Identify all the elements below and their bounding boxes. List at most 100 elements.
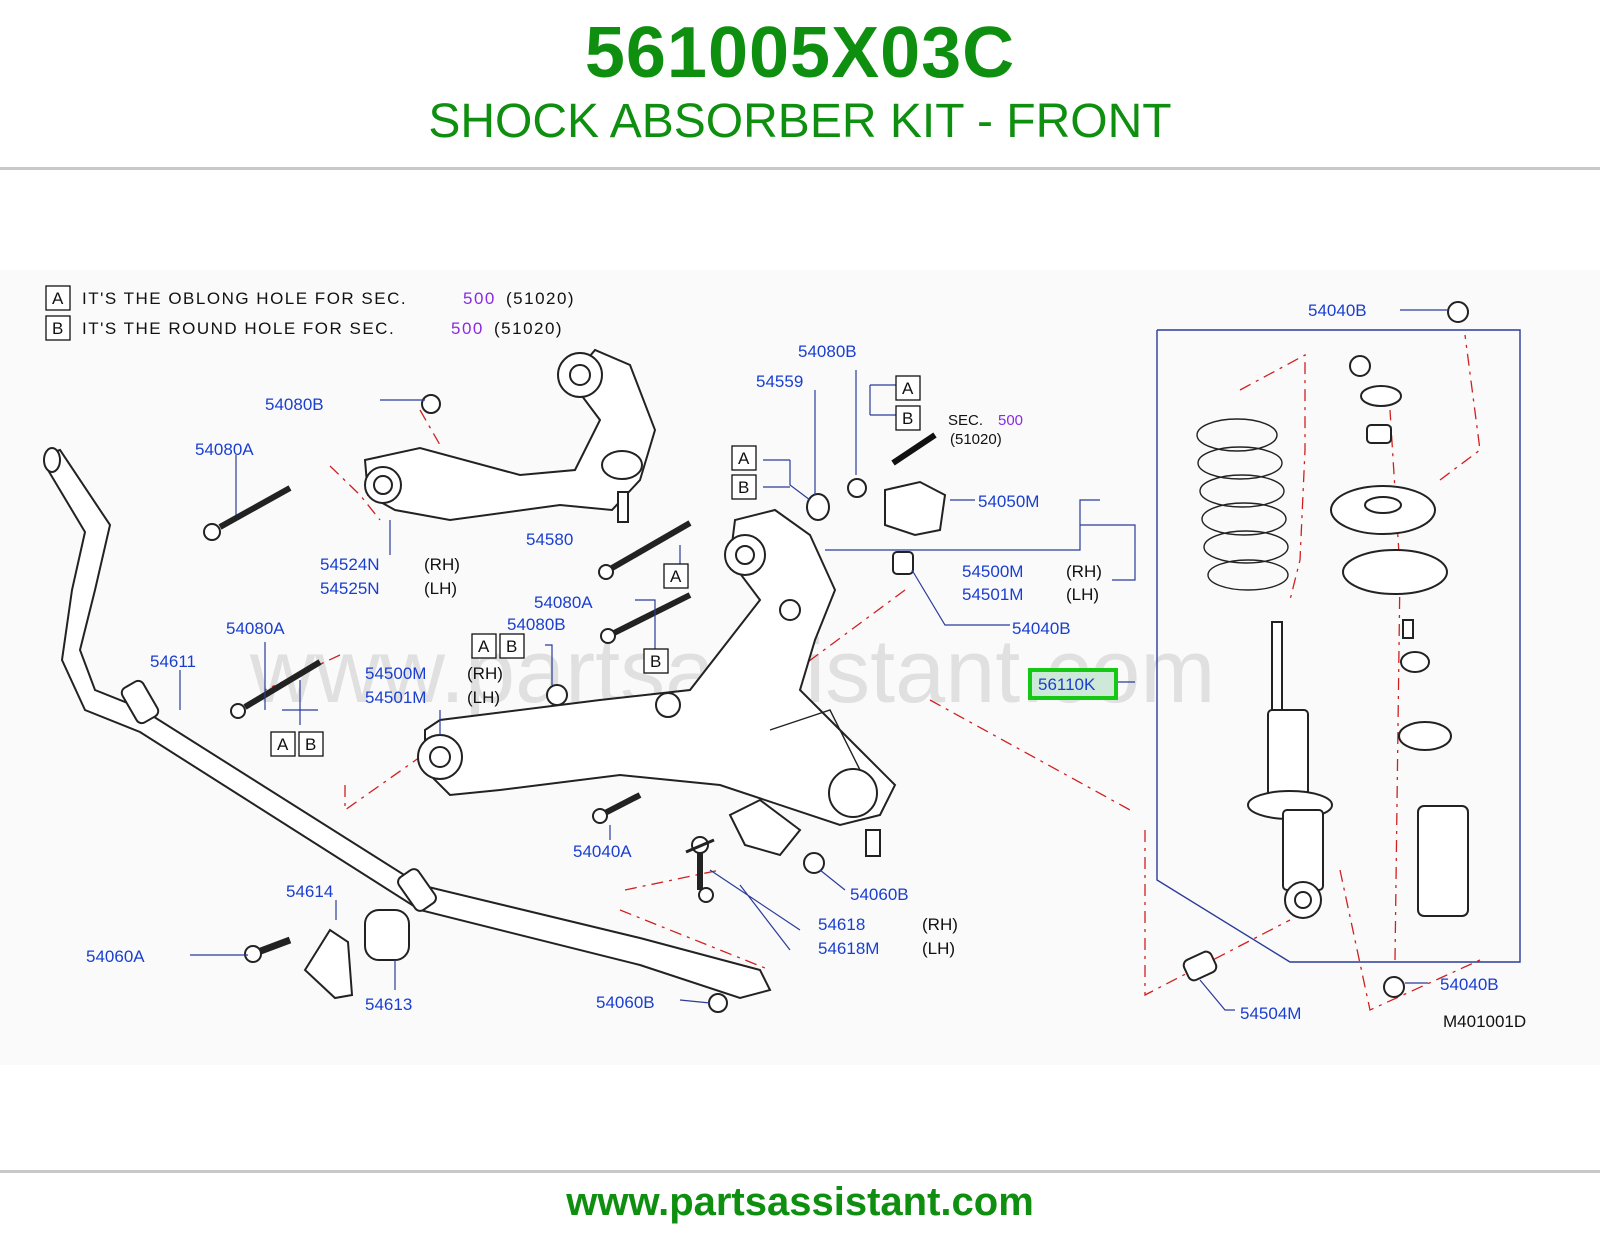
legend-ref-a: (51020) (506, 289, 575, 308)
bolt-54080a-upper (203, 485, 292, 541)
ball-joint (601, 450, 643, 480)
callout-54613[interactable]: 54613 (365, 995, 412, 1014)
callout-54080a[interactable]: 54080A (226, 619, 285, 638)
callout-54060a[interactable]: 54060A (86, 947, 145, 966)
nut-54080b-mid (546, 684, 568, 706)
callout-54524n[interactable]: 54524N (320, 555, 380, 574)
parts-diagram: www.partsassistant.com A IT'S THE OBLONG… (0, 270, 1600, 1065)
phantom-line (1339, 869, 1481, 1011)
legend-note-b: B IT'S THE ROUND HOLE FOR SEC. 500 (5102… (45, 315, 563, 341)
callout-54618m[interactable]: 54618M (818, 939, 879, 958)
bolt-54080a-low (230, 659, 322, 719)
svg-text:A: A (670, 567, 682, 586)
box-ab-mid: A B (471, 633, 525, 659)
phantom-line (344, 749, 431, 812)
callout-54500m[interactable]: 54500M (962, 562, 1023, 581)
connecting-rod-54618 (685, 836, 715, 903)
svg-text:B: B (506, 637, 517, 656)
callout-54611[interactable]: 54611 (150, 652, 196, 671)
callout-54040a[interactable]: 54040A (573, 842, 632, 861)
callout-54500m[interactable]: 54500M (365, 664, 426, 683)
callout-56110k[interactable]: 56110K (1038, 675, 1096, 694)
callout-54525n[interactable]: 54525N (320, 579, 380, 598)
phantom-line (1239, 353, 1306, 601)
svg-text:B: B (902, 409, 913, 428)
legend-box-b (45, 315, 71, 341)
side-lh: (LH) (1066, 585, 1099, 604)
side-rh: (RH) (922, 915, 958, 934)
box-b-54559: B (731, 474, 757, 500)
diagram-code: M401001D (1443, 1012, 1526, 1031)
highlight-56110k[interactable] (1028, 668, 1118, 700)
phantom-line (1439, 334, 1481, 481)
upper-link (363, 348, 657, 522)
exploded-view-svg: www.partsassistant.com A IT'S THE OBLONG… (43, 285, 1526, 1031)
bracket (728, 798, 802, 857)
box-b-54080a: B (643, 648, 669, 674)
legend-ref-b: (51020) (494, 319, 563, 338)
callout-54504m[interactable]: 54504M (1240, 1004, 1301, 1023)
svg-text:B: B (650, 652, 661, 671)
callout-54080a[interactable]: 54080A (195, 440, 254, 459)
gasket-54050m (884, 480, 947, 537)
callout-54080b[interactable]: 54080B (265, 395, 324, 414)
callout-54060b[interactable]: 54060B (850, 885, 909, 904)
svg-text:A: A (478, 637, 490, 656)
legend-note-a: A IT'S THE OBLONG HOLE FOR SEC. 500 (510… (45, 285, 575, 311)
side-rh: (RH) (467, 664, 503, 683)
sec-ref: (51020) (950, 431, 1002, 448)
phantom-line (624, 869, 721, 891)
footer-url[interactable]: www.partsassistant.com (566, 1180, 1034, 1224)
phantom-line (419, 409, 441, 446)
svg-text:B: B (52, 319, 63, 338)
part-title: SHOCK ABSORBER KIT - FRONT (428, 95, 1172, 148)
side-lh: (LH) (467, 688, 500, 707)
bump-rubber-boot (1417, 805, 1469, 917)
side-lh: (LH) (922, 939, 955, 958)
svg-text:A: A (52, 289, 64, 308)
legend-text-b: IT'S THE ROUND HOLE FOR SEC. (82, 319, 395, 338)
callout-54501m[interactable]: 54501M (962, 585, 1023, 604)
assembly-frame (1156, 329, 1521, 963)
callout-54060b[interactable]: 54060B (596, 993, 655, 1012)
callout-54614[interactable]: 54614 (286, 882, 333, 901)
nut-54040b-bot (1383, 976, 1405, 998)
callout-54040b[interactable]: 54040B (1308, 301, 1367, 320)
phantom-line (1144, 830, 1291, 997)
nut-54080b-upper (847, 478, 867, 498)
callout-54040b[interactable]: 54040B (1012, 619, 1071, 638)
lower-link (424, 508, 897, 827)
box-b-upper: B (895, 405, 921, 431)
callout-54580[interactable]: 54580 (526, 530, 573, 549)
callout-54080a[interactable]: 54080A (534, 593, 593, 612)
sec-number: 500 (998, 412, 1023, 429)
bushing-54040b-mid (892, 551, 914, 575)
legend-box-a (45, 285, 71, 311)
shock-absorber-strut (1247, 621, 1333, 919)
svg-text:A: A (902, 379, 914, 398)
svg-text:A: A (738, 449, 750, 468)
box-a-54580: A (663, 563, 689, 589)
callout-54559[interactable]: 54559 (756, 372, 803, 391)
side-rh: (RH) (1066, 562, 1102, 581)
clamp-54614 (303, 928, 354, 1000)
bushing-54613 (364, 909, 410, 961)
callout-54080b[interactable]: 54080B (798, 342, 857, 361)
box-ab-low: A B (270, 731, 324, 757)
svg-text:B: B (738, 478, 749, 497)
sec-label: SEC. (948, 412, 983, 429)
stabilizer-bushing-ring (397, 868, 437, 912)
callout-54501m[interactable]: 54501M (365, 688, 426, 707)
side-lh: (LH) (424, 579, 457, 598)
box-a-54559: A (731, 445, 757, 471)
nut-54060b-low (708, 993, 728, 1013)
footer-divider (0, 1170, 1600, 1173)
callout-54050m[interactable]: 54050M (978, 492, 1039, 511)
stabilizer-end (43, 447, 61, 473)
page-header: 561005X03C SHOCK ABSORBER KIT - FRONT (0, 0, 1600, 170)
callout-54618[interactable]: 54618 (818, 915, 865, 934)
callout-54080b[interactable]: 54080B (507, 615, 566, 634)
callout-54040b[interactable]: 54040B (1440, 975, 1499, 994)
strut-mount (1330, 355, 1469, 917)
washer-54559 (806, 493, 830, 521)
